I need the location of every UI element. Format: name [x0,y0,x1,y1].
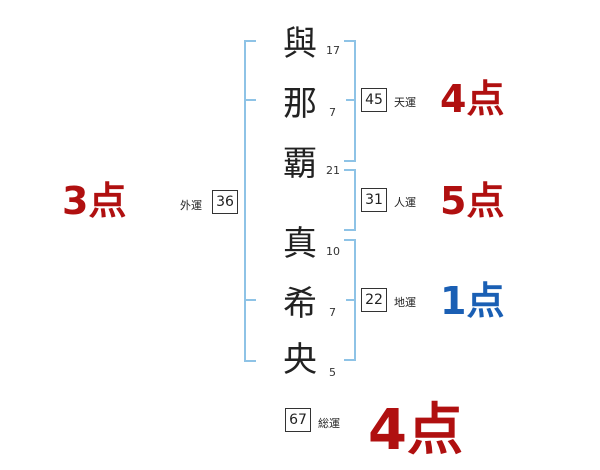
outer-bracket-tick [246,299,256,301]
souun-score: 4点 [368,398,463,463]
stroke-count: 7 [329,106,336,119]
tenun-score: 4点 [440,77,505,121]
chiun-label: 地運 [394,296,416,309]
outer-bracket-tick [246,99,256,101]
souun-value: 67 [285,408,311,432]
name-character: 真 [283,224,317,264]
stroke-count: 21 [326,164,340,177]
jinun-score: 5点 [440,179,505,223]
chiun-bracket-tick [346,299,356,301]
tenun-value: 45 [361,88,387,112]
chiun-score: 1点 [440,279,505,323]
chiun-value: 22 [361,288,387,312]
jinun-label: 人運 [394,196,416,209]
gaiun-label: 外運 [180,199,202,212]
outer-bracket [244,40,256,362]
jinun-value: 31 [361,188,387,212]
name-character: 央 [283,340,317,380]
stroke-count: 10 [326,245,340,258]
tenun-bracket-tick [346,99,356,101]
jinun-bracket [344,169,356,231]
name-character: 與 [283,24,317,64]
tenun-label: 天運 [394,96,416,109]
stroke-count: 17 [326,44,340,57]
name-character: 覇 [283,144,317,184]
souun-label: 総運 [318,417,340,430]
gaiun-score: 3点 [62,179,127,223]
stroke-count: 5 [329,366,336,379]
stroke-count: 7 [329,306,336,319]
name-character: 希 [283,284,317,324]
name-character: 那 [283,84,317,124]
gaiun-value: 36 [212,190,238,214]
tenun-bracket [344,40,356,162]
